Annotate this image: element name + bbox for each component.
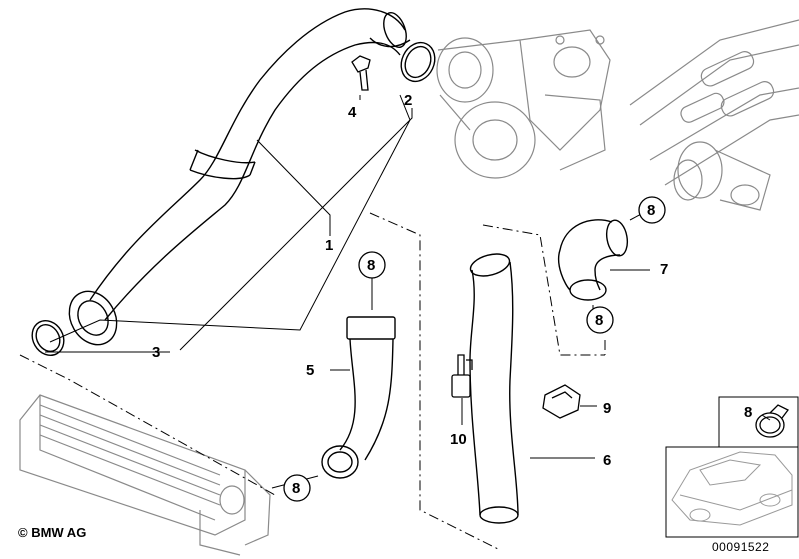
elbow-hose-7 [558, 219, 629, 301]
sensor [451, 354, 473, 398]
charge-air-pipe-6 [469, 253, 519, 524]
callout-8-bottom: 8 [292, 480, 300, 497]
intake-manifold-illustration [629, 19, 799, 211]
callout-8-mid: 8 [595, 312, 603, 329]
hose-clamp-illustration [755, 404, 789, 438]
bolt [351, 55, 371, 91]
callout-3: 3 [152, 344, 160, 361]
callout-8-top: 8 [367, 257, 375, 274]
clip [542, 384, 581, 419]
callout-4: 4 [348, 104, 357, 121]
clamp-inset-frame [718, 396, 799, 448]
callout-8-inset: 8 [744, 404, 752, 421]
seal-ring-2 [400, 41, 436, 83]
callout-bubbles [283, 196, 666, 502]
callout-8-right: 8 [647, 202, 655, 219]
turbocharger-illustration [436, 29, 611, 179]
callout-10: 10 [450, 431, 467, 448]
charge-air-pipe [68, 8, 411, 346]
car-inset-frame [665, 446, 799, 538]
intercooler-illustration [19, 394, 271, 556]
boundary-lines [19, 212, 606, 551]
callout-5: 5 [306, 362, 314, 379]
callout-1: 1 [325, 237, 333, 254]
callout-7: 7 [660, 261, 668, 278]
callout-2: 2 [404, 92, 412, 109]
charge-air-hose-5 [321, 316, 396, 479]
callout-6: 6 [603, 452, 611, 469]
car-outline-illustration [671, 451, 793, 526]
document-number: 00091522 [712, 540, 770, 554]
leader-lines [45, 94, 771, 489]
copyright-notice: © BMW AG [18, 525, 87, 540]
callout-9: 9 [603, 400, 611, 417]
seal-ring-3 [31, 320, 65, 356]
